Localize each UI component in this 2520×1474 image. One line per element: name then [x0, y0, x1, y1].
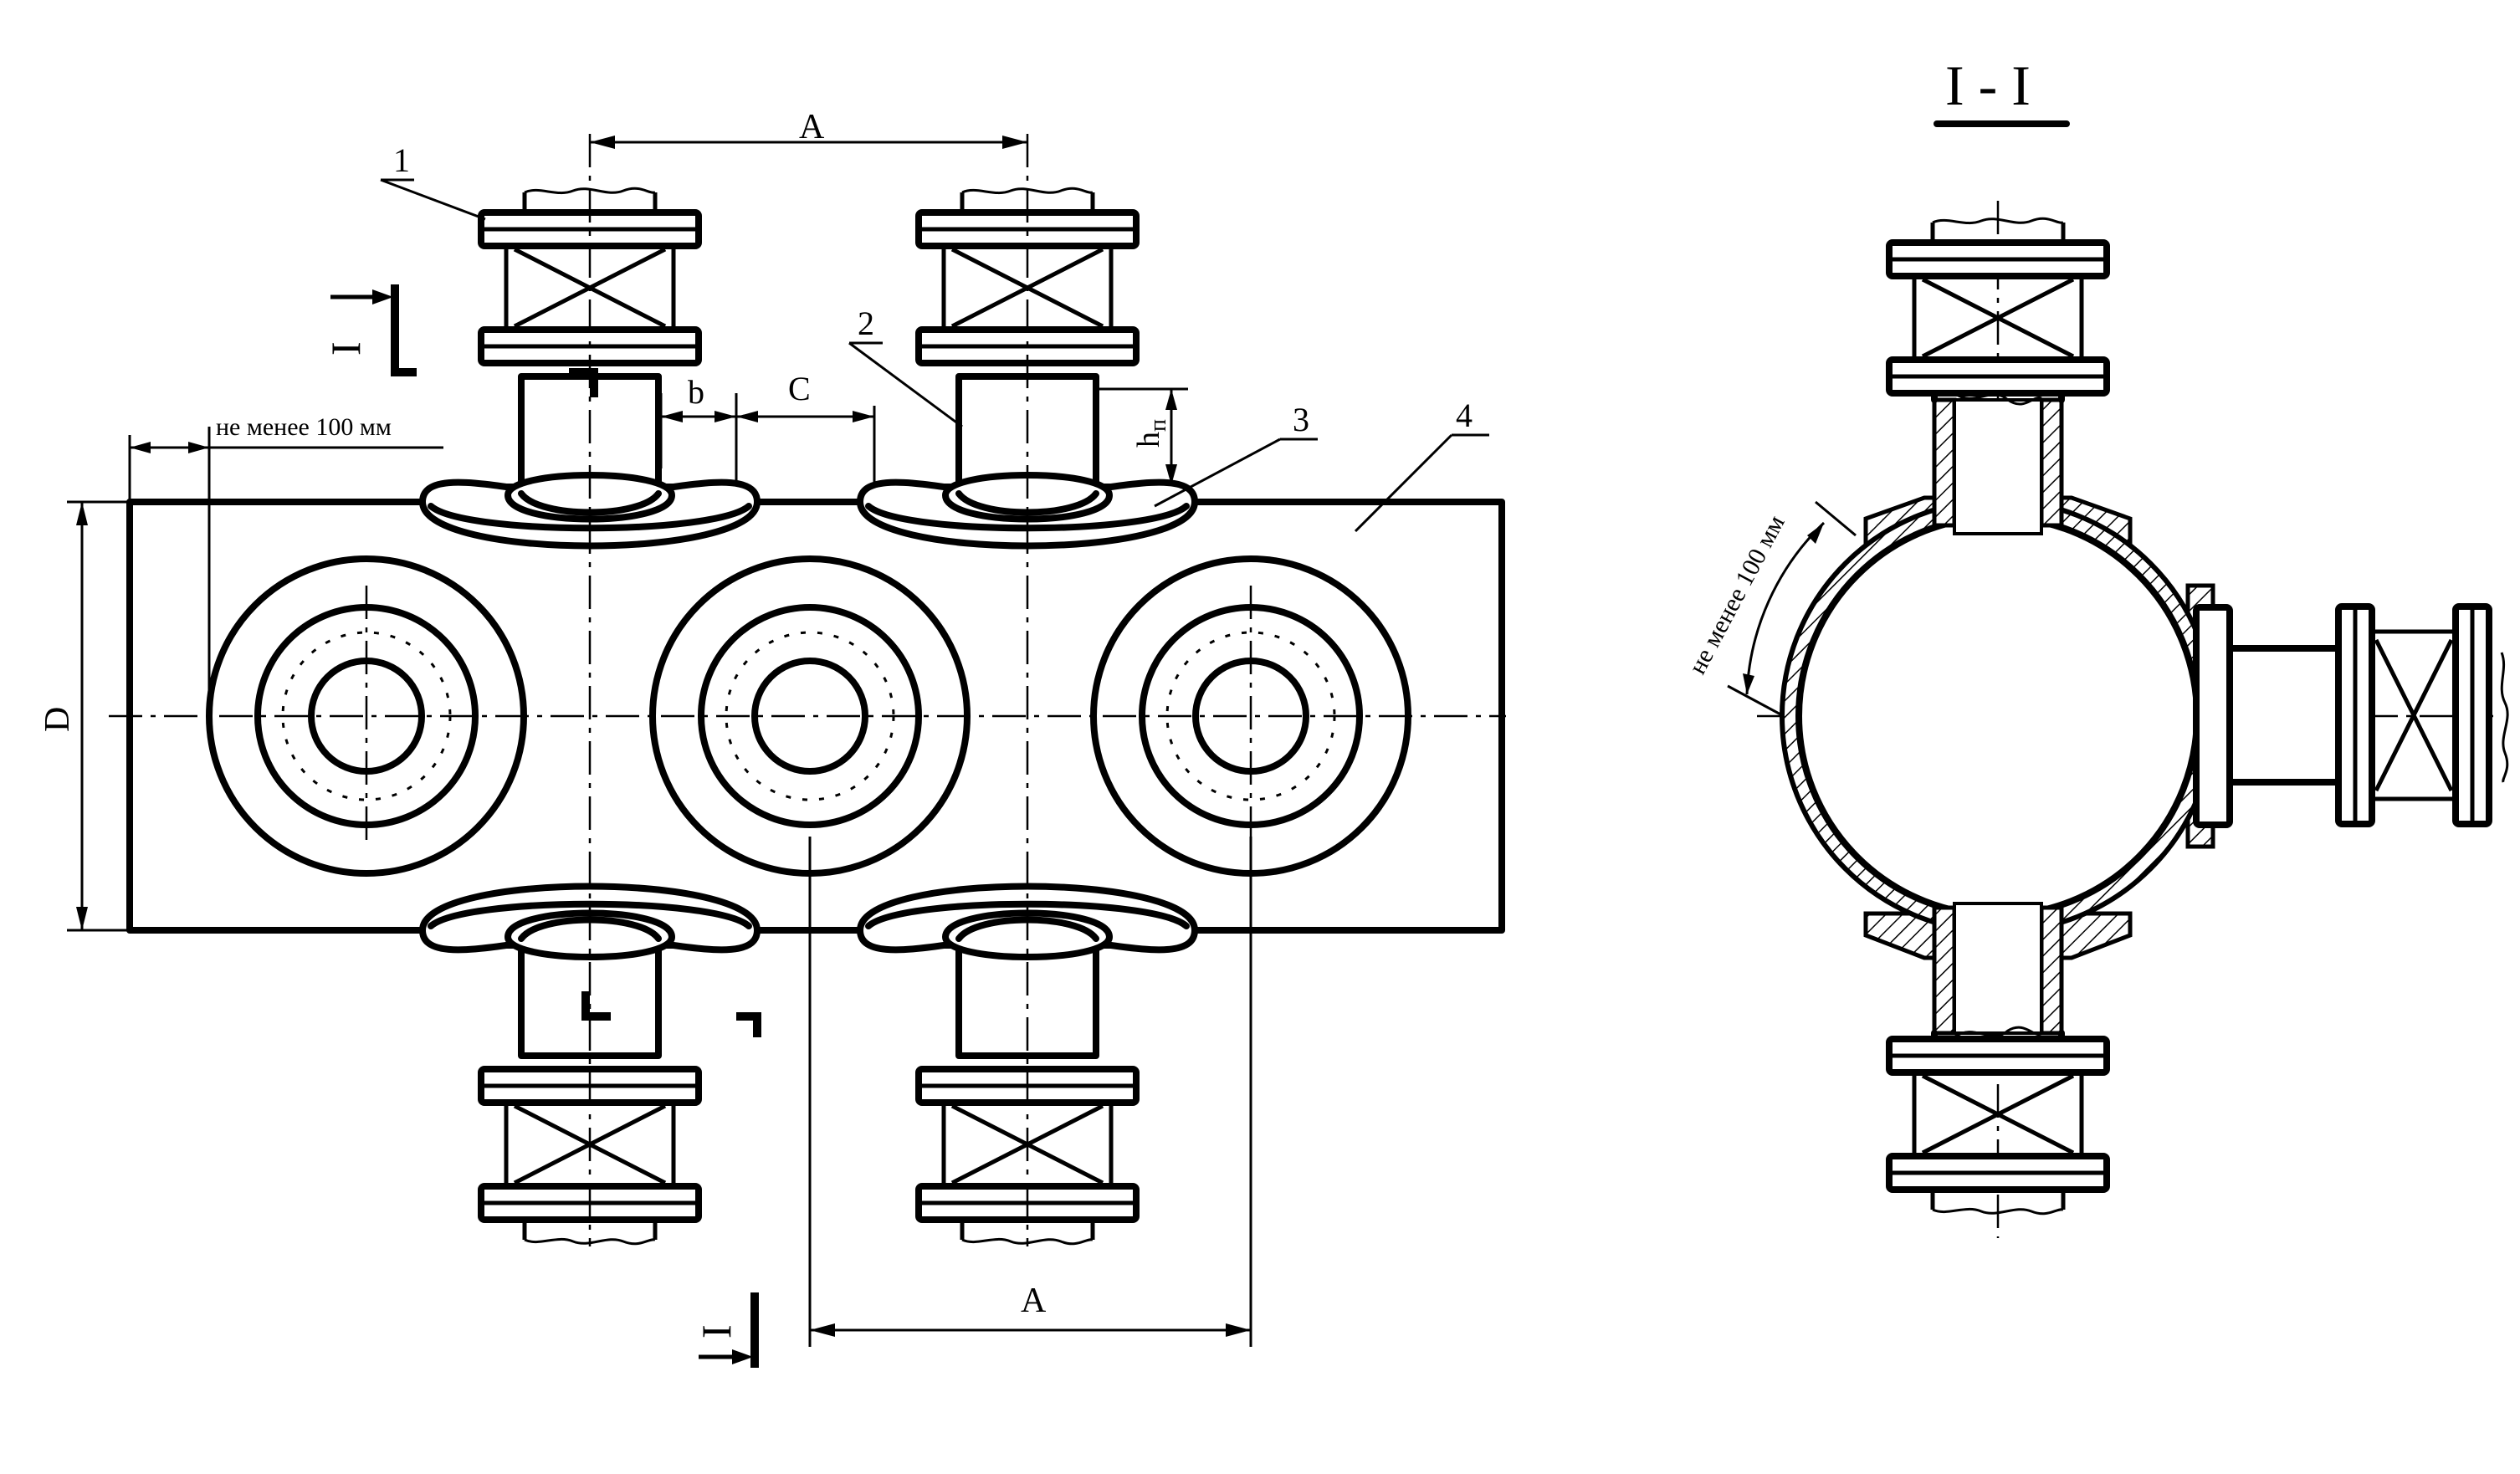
callout-4: 4	[1354, 397, 1489, 533]
section-mark-top: I	[322, 284, 598, 397]
shell-1	[206, 555, 527, 877]
svg-text:A: A	[799, 108, 825, 146]
dimension-a-top: A	[590, 108, 1027, 149]
svg-text:A: A	[1021, 1282, 1047, 1320]
side-valve	[2335, 603, 2509, 827]
dimension-b: b	[659, 373, 738, 481]
svg-text:2: 2	[858, 305, 874, 342]
callout-3: 3	[1154, 401, 1318, 508]
svg-text:1: 1	[393, 141, 410, 179]
svg-text:не менее 100 мм: не менее 100 мм	[1683, 511, 1790, 679]
callout-2: 2	[848, 305, 963, 428]
dimension-a-bottom: A	[808, 837, 1252, 1347]
section-mark-bottom: I	[581, 991, 761, 1368]
callout-1: 1	[380, 141, 486, 221]
svg-text:4: 4	[1456, 397, 1473, 434]
dimension-d: D	[38, 500, 130, 932]
svg-text:3: 3	[1293, 401, 1309, 438]
dimension-min-100: не менее 100 мм	[128, 413, 443, 716]
svg-text:не менее 100 мм: не менее 100 мм	[216, 413, 392, 441]
shell-2	[649, 555, 971, 877]
dimension-hn: hп	[1096, 387, 1188, 485]
svg-text:C: C	[788, 370, 811, 407]
section-view: I - I	[1683, 54, 2509, 1238]
svg-text:b: b	[688, 373, 704, 411]
svg-text:hп: hп	[1131, 419, 1171, 448]
svg-text:I: I	[693, 1324, 740, 1338]
svg-text:D: D	[38, 707, 77, 732]
dimension-c: C	[736, 370, 876, 485]
svg-text:I: I	[322, 341, 369, 356]
main-view: A A b C	[38, 108, 1506, 1368]
section-title: I - I	[1945, 54, 2031, 117]
